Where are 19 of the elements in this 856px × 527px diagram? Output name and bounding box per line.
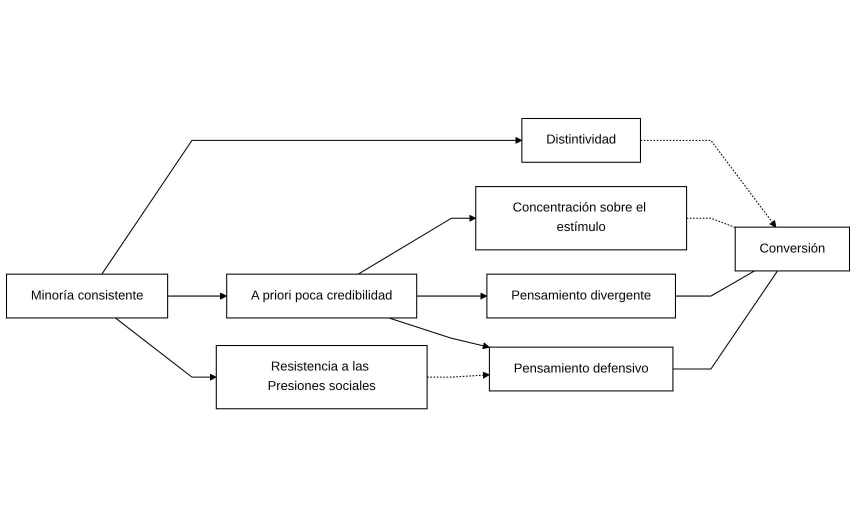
node-box: A priori poca credibilidad	[226, 274, 418, 318]
node-box: Pensamiento defensivo	[488, 346, 674, 392]
arrow	[640, 140, 776, 228]
connector	[686, 218, 736, 228]
arrow	[416, 292, 488, 300]
node-box: Concentración sobre el estímulo	[475, 186, 688, 250]
node-box: Resistencia a las Presiones sociales	[216, 344, 428, 410]
connector	[672, 270, 778, 370]
arrow	[388, 317, 490, 350]
node-box: Distintividad	[521, 118, 641, 163]
arrow	[427, 371, 490, 379]
node-box: Minoría consistente	[6, 274, 168, 318]
node-box: Pensamiento divergente	[486, 274, 676, 318]
arrow	[101, 136, 522, 274]
connector	[675, 270, 755, 296]
arrow	[358, 214, 476, 274]
arrow	[168, 292, 228, 300]
arrow	[115, 317, 217, 381]
node-box: Conversión	[734, 226, 850, 272]
